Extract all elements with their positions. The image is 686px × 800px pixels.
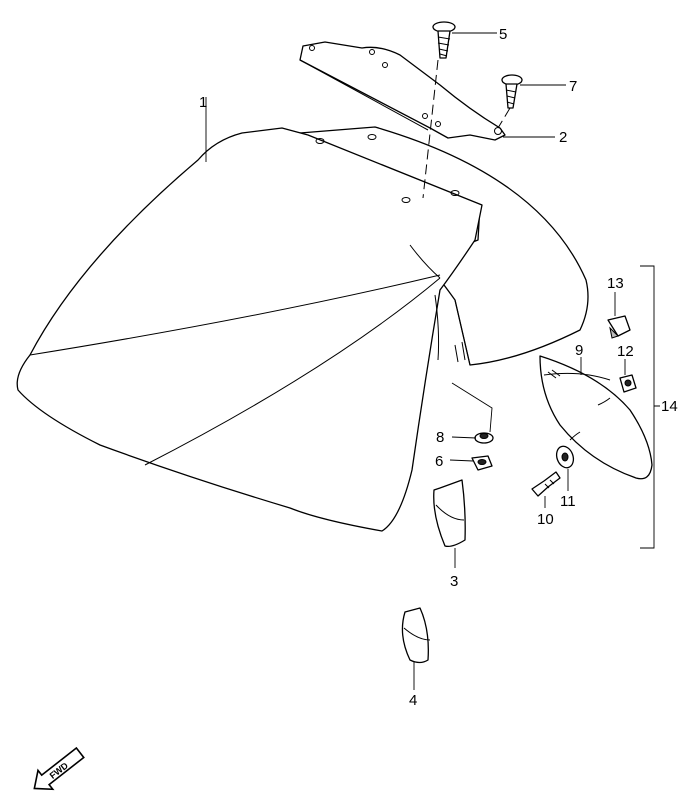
mud-flap-9 [539,355,653,480]
callout-5: 5 [499,26,507,43]
bolt-10 [531,471,561,497]
assembly-line-bolt-7 [497,107,511,129]
nut-12 [619,374,637,393]
callout-4: 4 [409,692,417,709]
nut-8 [474,432,494,444]
nut-6 [471,455,493,471]
screw-7 [501,74,523,109]
callout-12: 12 [617,343,634,360]
cushion-4 [401,607,429,664]
callout-2: 2 [559,129,567,146]
callout-10: 10 [537,511,554,528]
leader-8 [451,436,477,439]
callout-11: 11 [560,493,576,510]
callout-8: 8 [436,429,444,446]
fwd-arrow-icon: FWD [33,746,85,791]
callout-6: 6 [435,453,443,470]
callout-1: 1 [199,94,207,111]
callout-13: 13 [607,275,624,292]
screw-5 [432,21,456,59]
cushion-3 [433,479,466,548]
callout-3: 3 [450,573,458,590]
clip-13 [607,315,631,339]
leader-6 [449,459,474,462]
leader-8-fender [451,382,493,433]
callout-9: 9 [575,342,583,359]
callout-14: 14 [661,398,678,415]
callout-7: 7 [569,78,577,95]
assembly-line-bolt-5 [422,59,439,199]
fender-bracket [299,41,506,141]
washer-11 [555,445,575,469]
bracket-14 [640,265,660,549]
front-fender [16,126,589,532]
